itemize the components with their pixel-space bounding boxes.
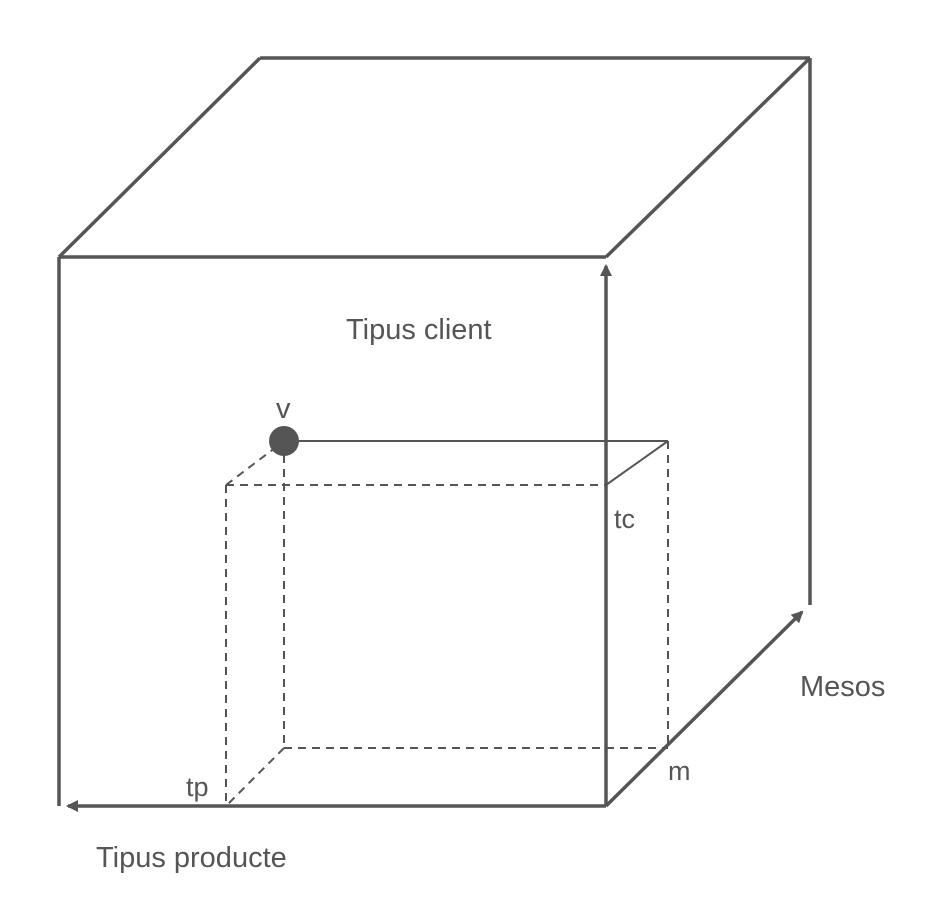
cube-outline [57, 56, 812, 806]
inner-cube-solid [284, 440, 669, 486]
point-v-marker [269, 426, 299, 456]
inner-cube-dashed [225, 440, 669, 807]
label-coord-tp: tp [186, 772, 209, 802]
label-tipus-producte: Tipus producte [96, 842, 287, 874]
label-tipus-client: Tipus client [346, 314, 492, 346]
axis-mesos [604, 610, 804, 808]
top-face-right-edge [604, 56, 812, 259]
label-mesos: Mesos [800, 671, 885, 703]
inner-bottom-left-edge [225, 747, 285, 807]
top-face-left-edge [57, 56, 262, 259]
label-coord-tc: tc [614, 504, 635, 534]
label-coord-m: m [668, 756, 691, 786]
axes [66, 264, 804, 812]
label-point-v: v [276, 393, 291, 425]
inner-top-right-edge [605, 440, 669, 486]
